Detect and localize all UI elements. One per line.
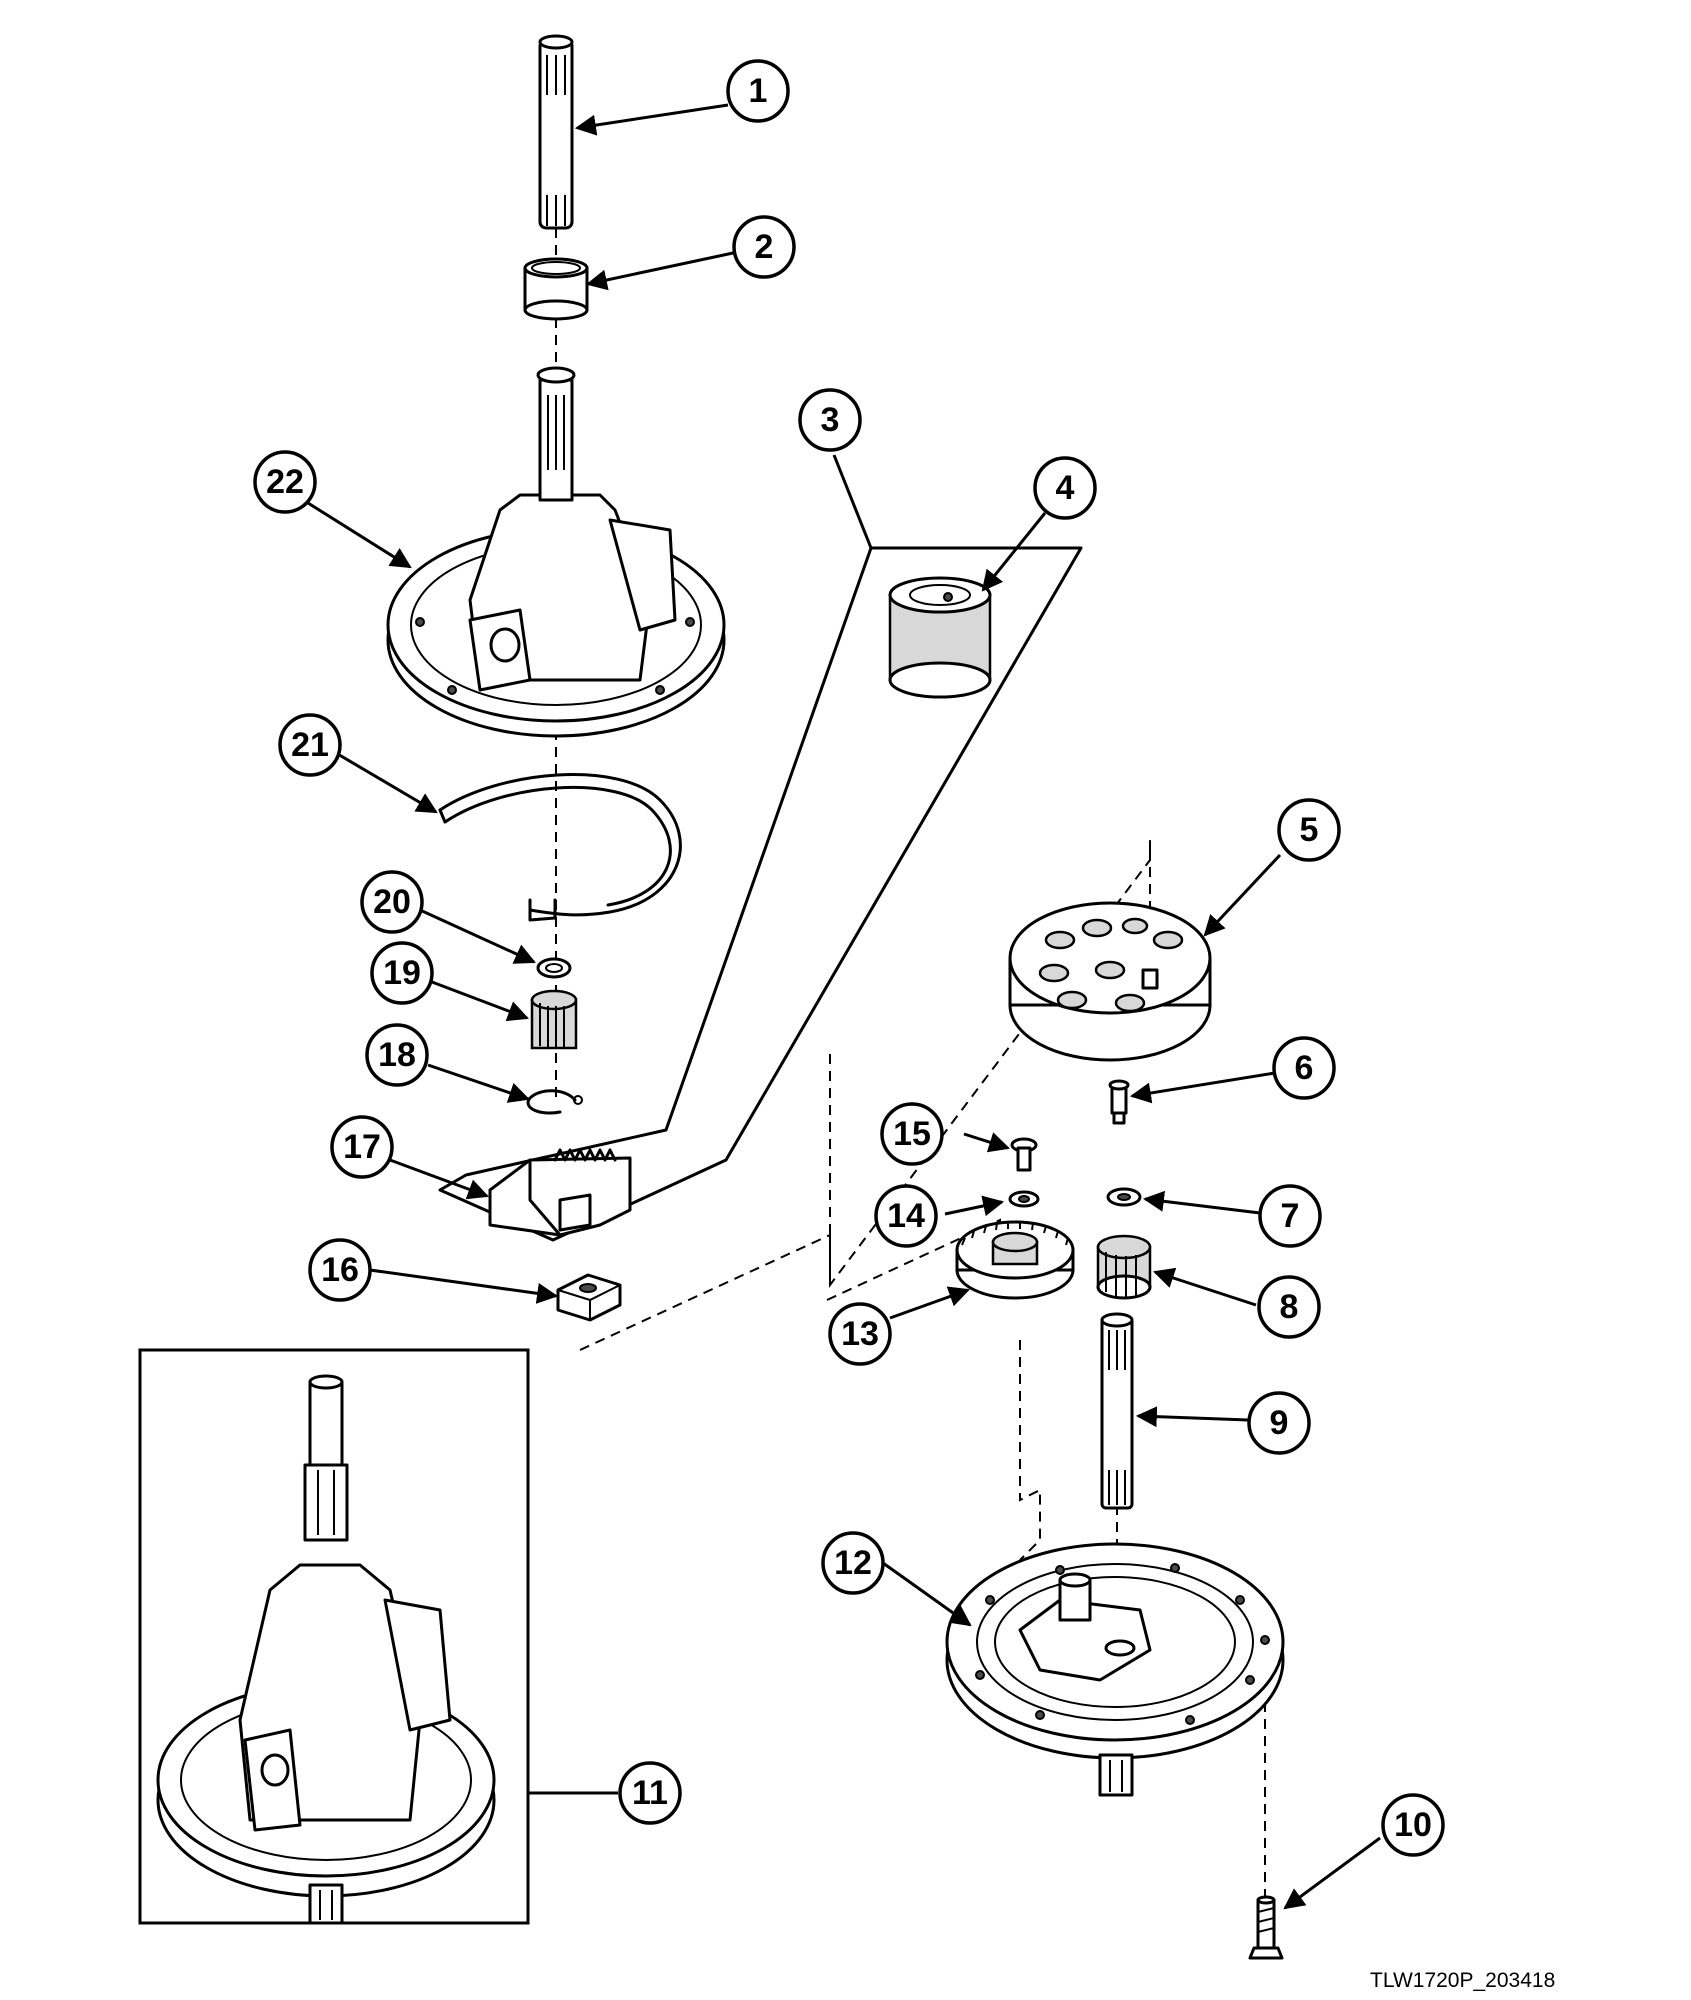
leader-arrows	[307, 103, 1381, 1910]
washer-part-20	[536, 957, 572, 979]
callout-19: 19	[370, 941, 434, 1005]
callout-4: 4	[1033, 456, 1097, 520]
svg-text:16: 16	[321, 1251, 359, 1289]
brake-band-part-21	[438, 773, 682, 922]
svg-text:14: 14	[887, 1197, 925, 1235]
shaft-part-9	[1100, 1312, 1134, 1510]
svg-text:4: 4	[1056, 469, 1075, 507]
callout-9: 9	[1247, 1391, 1311, 1455]
pin-part-6	[1108, 1079, 1130, 1125]
callout-10: 10	[1381, 1793, 1445, 1857]
svg-text:12: 12	[834, 1544, 872, 1582]
svg-text:20: 20	[373, 883, 411, 921]
pulley-part-5	[1008, 901, 1212, 1062]
svg-text:9: 9	[1270, 1404, 1289, 1442]
callout-1: 1	[726, 59, 790, 123]
svg-text:18: 18	[378, 1036, 416, 1074]
callout-7: 7	[1258, 1184, 1322, 1248]
svg-text:22: 22	[266, 463, 304, 501]
callout-11: 11	[618, 1761, 682, 1825]
svg-text:6: 6	[1295, 1049, 1314, 1087]
callout-6: 6	[1272, 1036, 1336, 1100]
pinion-part-19	[530, 989, 578, 1050]
transmission-assembly-part-11	[156, 1374, 496, 1925]
svg-text:2: 2	[755, 228, 774, 266]
callout-2: 2	[732, 215, 796, 279]
callout-13: 13	[828, 1302, 892, 1366]
block-part-16	[556, 1273, 622, 1322]
svg-text:10: 10	[1394, 1806, 1432, 1844]
callout-18: 18	[365, 1023, 429, 1087]
svg-text:3: 3	[821, 401, 840, 439]
retaining-ring-part-18	[526, 1089, 583, 1115]
rack-part-17	[488, 1148, 632, 1237]
bearing-part-2	[523, 257, 589, 321]
callout-21: 21	[278, 713, 342, 777]
housing-part-12	[945, 1542, 1285, 1797]
callout-17: 17	[330, 1115, 394, 1179]
washer-part-14	[1008, 1190, 1040, 1208]
svg-text:15: 15	[893, 1115, 931, 1153]
svg-text:5: 5	[1300, 811, 1319, 849]
callout-8: 8	[1257, 1275, 1321, 1339]
svg-text:7: 7	[1281, 1197, 1300, 1235]
gear-part-13	[955, 1220, 1075, 1300]
callout-14: 14	[874, 1184, 938, 1248]
screw-part-10	[1248, 1895, 1284, 1960]
diagram-code: TLW1720P_203418	[1370, 1969, 1555, 1992]
callout-5: 5	[1277, 798, 1341, 862]
svg-text:17: 17	[343, 1128, 381, 1166]
washer-part-7	[1106, 1187, 1142, 1207]
callout-20: 20	[360, 870, 424, 934]
callout-12: 12	[821, 1531, 885, 1595]
seal-part-4	[888, 576, 992, 699]
svg-text:19: 19	[383, 954, 421, 992]
svg-text:8: 8	[1280, 1288, 1299, 1326]
shaft-part-1	[538, 34, 574, 230]
callout-16: 16	[308, 1238, 372, 1302]
callout-22: 22	[253, 450, 317, 514]
svg-text:21: 21	[291, 726, 329, 764]
svg-text:11: 11	[632, 1774, 668, 1812]
callout-3: 3	[798, 388, 862, 452]
case-part-22	[386, 366, 726, 738]
screw-part-15	[1010, 1137, 1038, 1172]
svg-text:1: 1	[749, 72, 768, 110]
callout-15: 15	[880, 1102, 944, 1166]
svg-text:13: 13	[841, 1315, 879, 1353]
pinion-gear-part-8	[1096, 1234, 1152, 1300]
